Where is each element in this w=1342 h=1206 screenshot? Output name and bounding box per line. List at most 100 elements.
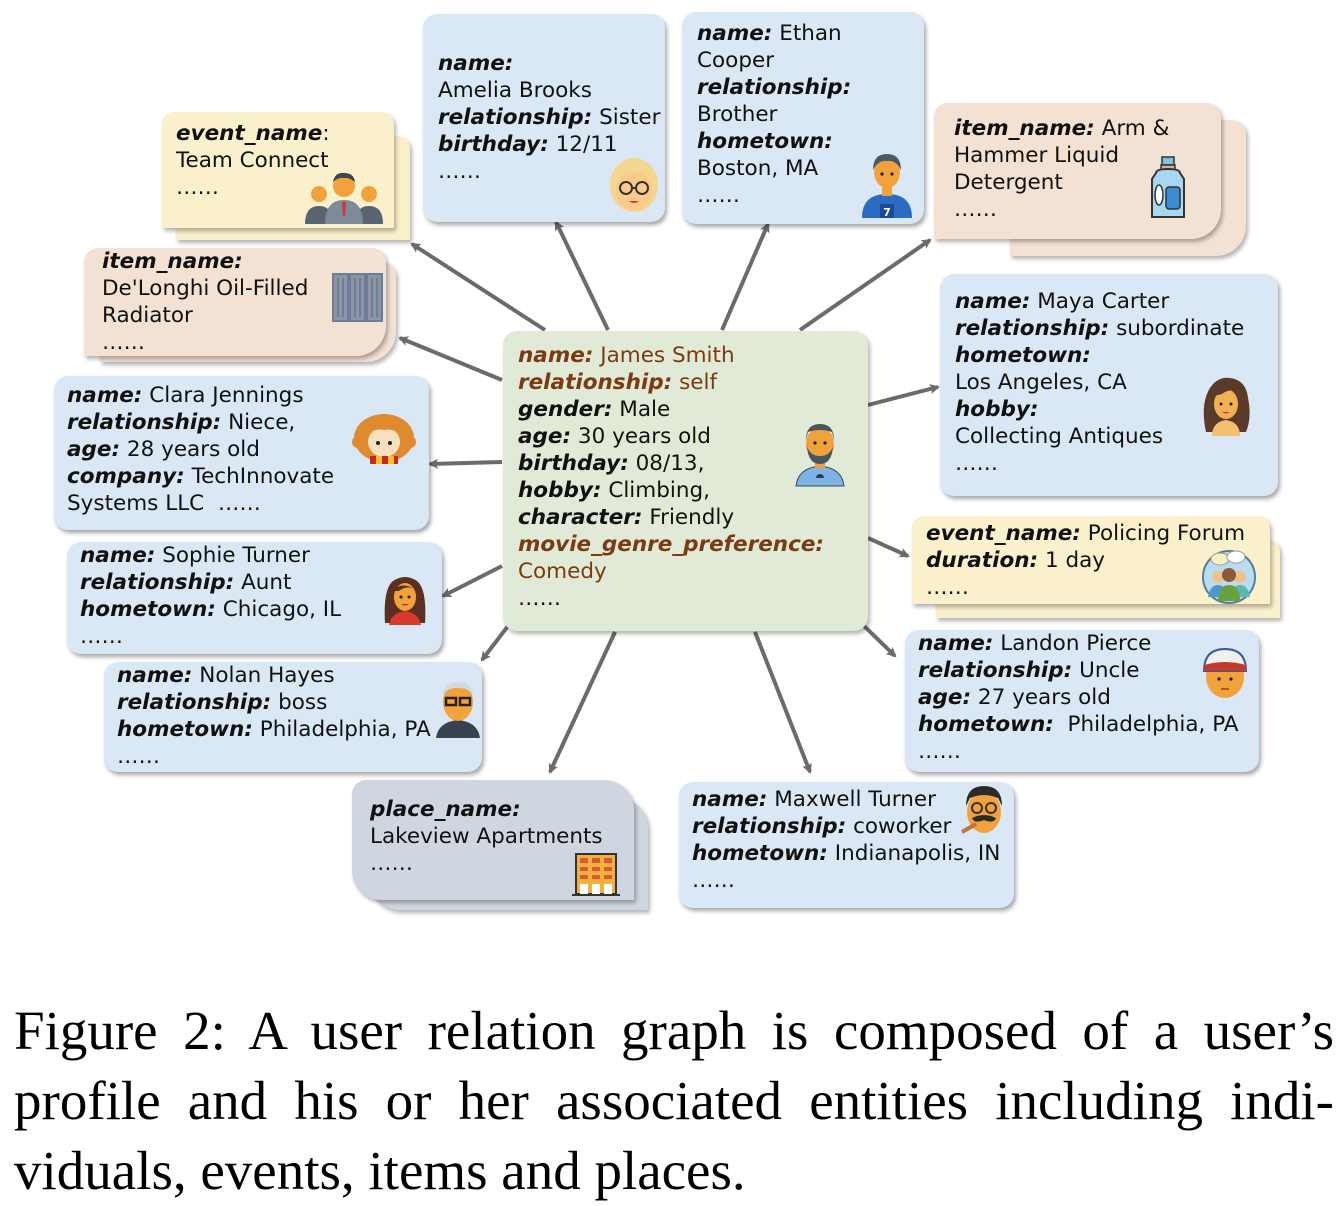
field-key: hobby: [518, 478, 602, 503]
field-key: age: [67, 437, 121, 462]
field-key: name: [67, 383, 143, 408]
card-field: hometown: [955, 342, 1263, 369]
team-group-icon [305, 170, 383, 228]
field-key: relationship: [697, 75, 852, 100]
field-key: relationship: [518, 370, 673, 395]
field-key: gender: [518, 397, 613, 422]
field-value: Team Connect [176, 148, 329, 173]
field-value: Uncle [1072, 658, 1140, 683]
card-field: …… [438, 158, 650, 185]
radiator-icon [332, 272, 384, 328]
field-value: Friendly [642, 505, 735, 530]
card-field: hometown: Indianapolis, IN [692, 840, 1001, 867]
field-value: Nolan Hayes [192, 663, 335, 688]
card-field: …… [697, 182, 909, 209]
field-value: subordinate [1109, 316, 1245, 341]
field-value: Ethan [772, 21, 842, 46]
field-key: relationship: [117, 690, 272, 715]
card-field: De'Longhi Oil-Filled [102, 275, 368, 302]
card-field: …… [80, 623, 429, 650]
field-value: Comedy [518, 559, 607, 584]
field-key: place_name: [370, 797, 521, 822]
field-key: item_name: [954, 116, 1095, 141]
card-field: …… [370, 850, 616, 877]
detergent-bottle-icon [1148, 155, 1188, 225]
soccer-player-avatar-icon: 7 [860, 152, 914, 222]
card-field: Detergent [954, 169, 1201, 196]
svg-text:7: 7 [883, 206, 891, 218]
bald-man-glasses-avatar-icon [434, 680, 482, 742]
field-key: relationship: [67, 410, 222, 435]
card-field: …… [926, 574, 1256, 601]
field-key: age: [918, 685, 972, 710]
field-value: Chicago, IL [215, 597, 342, 622]
field-value: Indianapolis, IN [827, 841, 1001, 866]
mustache-man-avatar-icon [958, 784, 1008, 842]
card-field: Hammer Liquid [954, 142, 1201, 169]
card-field: Systems LLC …… [67, 490, 416, 517]
caption-line: viduals, events, items and places. [14, 1140, 746, 1201]
card-field: hometown: Philadelphia, PA [117, 716, 469, 743]
edge-nolan [480, 624, 510, 662]
card-field: relationship: Uncle [918, 657, 1246, 684]
card-field: relationship: self [518, 369, 853, 396]
field-value: self [672, 370, 718, 395]
card-field: Radiator [102, 302, 368, 329]
field-value: …… [102, 330, 145, 355]
blonde-woman-glasses-avatar-icon [608, 155, 660, 219]
card-field: name: Landon Pierce [918, 630, 1246, 657]
figure-caption: Figure 2: A user relation graph is compo… [14, 996, 1334, 1206]
field-value: 27 years old [971, 685, 1111, 710]
field-value: Maxwell Turner [767, 787, 936, 812]
card-field: gender: Male [518, 396, 853, 423]
card-field: Team Connect [176, 147, 380, 174]
caption-line: Figure 2: A user relation graph is compo… [14, 1000, 1334, 1061]
card-field: Lakeview Apartments [370, 823, 616, 850]
field-value: Sister [592, 105, 661, 130]
field-key: name: [697, 21, 773, 46]
card-field: …… [117, 743, 469, 770]
card-field: relationship: Niece, [67, 409, 416, 436]
field-value: Lakeview Apartments [370, 824, 603, 849]
bearded-man-avatar-icon [790, 418, 850, 492]
curly-hair-girl-avatar-icon [352, 412, 416, 472]
card-field: Comedy [518, 558, 853, 585]
field-key: relationship: [918, 658, 1073, 683]
edge-detergent [798, 238, 932, 332]
edge-policing-forum [867, 536, 910, 558]
card-field: name: Maya Carter [955, 288, 1263, 315]
field-value: Radiator [102, 303, 193, 328]
card-field: Collecting Antiques [955, 423, 1263, 450]
card-field: relationship: coworker [692, 813, 1001, 840]
field-value: Philadelphia, PA [1053, 712, 1239, 737]
field-value: …… [370, 851, 413, 876]
field-value: …… [176, 175, 219, 200]
card-field: relationship: [697, 74, 909, 101]
field-value: …… [955, 451, 998, 476]
field-value: Climbing, [601, 478, 710, 503]
field-value: boss [271, 690, 328, 715]
card-field: relationship: subordinate [955, 315, 1263, 342]
field-key: hometown: [955, 343, 1091, 368]
field-key: name: [438, 51, 514, 76]
card-field: name: Nolan Hayes [117, 662, 469, 689]
field-value: De'Longhi Oil-Filled [102, 276, 309, 301]
card-field: Brother [697, 101, 909, 128]
edge-amelia [554, 220, 610, 331]
card-field: Amelia Brooks [438, 77, 650, 104]
card-field: hobby: [955, 396, 1263, 423]
field-key: name: [955, 289, 1031, 314]
card-field: name: James Smith [518, 342, 853, 369]
field-value: Detergent [954, 170, 1063, 195]
field-key: relationship: [80, 570, 235, 595]
long-hair-woman-avatar-icon [1198, 374, 1254, 440]
field-key: age: [518, 424, 572, 449]
field-value: 30 years old [571, 424, 711, 449]
